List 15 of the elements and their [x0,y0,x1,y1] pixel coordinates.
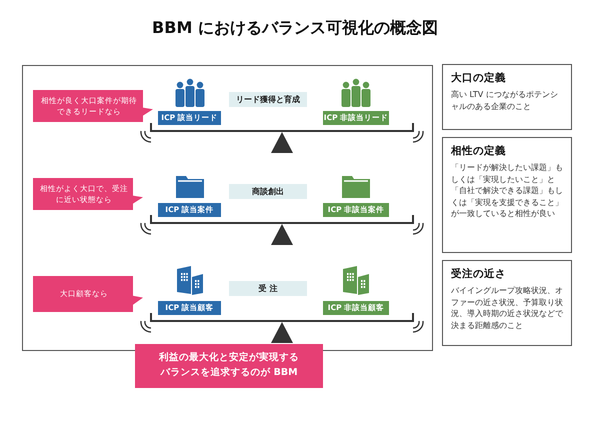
definition-box [442,64,572,130]
box-heading: 受注の近さ [451,267,507,281]
conclusion-banner: 利益の最大化と安定が実現するバランスを追求するのが BBM [135,344,323,388]
box-heading: 相性の定義 [451,144,507,158]
panel-frame [22,65,433,351]
stage-label: リード獲得と育成 [229,92,307,107]
definition-box [442,137,572,253]
definition-text: 「リードが解決したい課題」もしくは「実現したいこと」と「自社で解決できる課題」もしくは「実現を支援できること」が一致していると相性が良い [451,162,563,220]
definition-text: バイイングループ攻略状況、オファーの近さ状況、予算取り状況、導入時期の近さ状況などで決まる距離感のこと [451,285,563,332]
definition-box [442,260,572,346]
diagram-title: BBM におけるバランス可視化の概念図 [151,18,439,39]
box-heading: 大口の定義 [451,71,507,85]
definition-text: 高い LTV につながるポテンシャルのある企業のこと [451,89,559,112]
stage-label: 受 注 [229,281,307,296]
stage-label: 商談創出 [229,184,307,199]
